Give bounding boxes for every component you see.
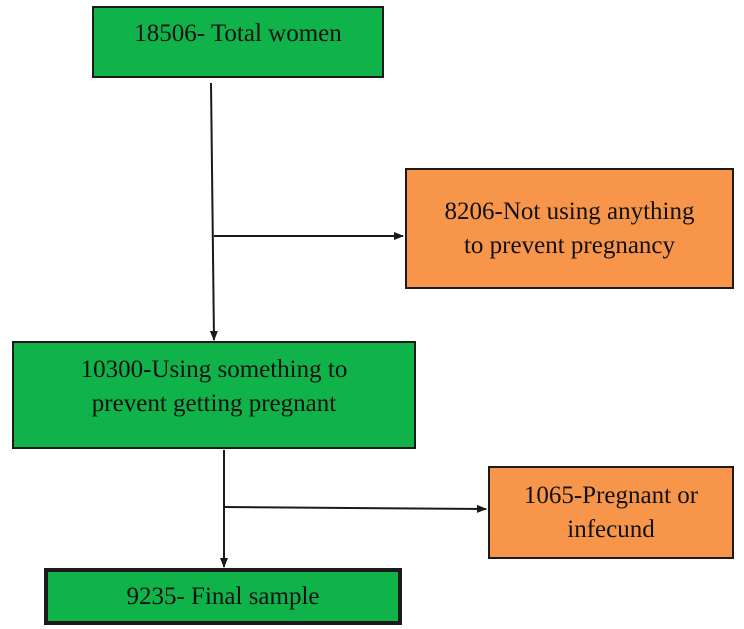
box-total-women: 18506- Total women [92, 6, 384, 78]
box-not-using-line-1: 8206-Not using anything [444, 197, 695, 225]
box-pregnant-line-2: infecund [567, 515, 655, 543]
box-using-something: 10300-Using something to prevent getting… [12, 341, 416, 449]
box-using-line-2: prevent getting pregnant [91, 390, 337, 417]
arrow-total-to-using [209, 82, 218, 341]
box-pregnant-or-infecund: 1065-Pregnant or infecund [488, 466, 734, 559]
box-final-sample: 9235- Final sample [44, 568, 402, 625]
arrow-branch-to-pregnant [223, 504, 487, 513]
box-pregnant-line-1: 1065-Pregnant or [523, 481, 699, 509]
box-using-line-1: 10300-Using something to [80, 356, 348, 383]
box-not-using-line-2: to prevent pregnancy [463, 231, 676, 259]
box-total-women-label: 18506- Total women [134, 20, 342, 47]
box-not-using-anything: 8206-Not using anything to prevent pregn… [405, 168, 734, 289]
box-final-sample-label: 9235- Final sample [126, 582, 320, 610]
